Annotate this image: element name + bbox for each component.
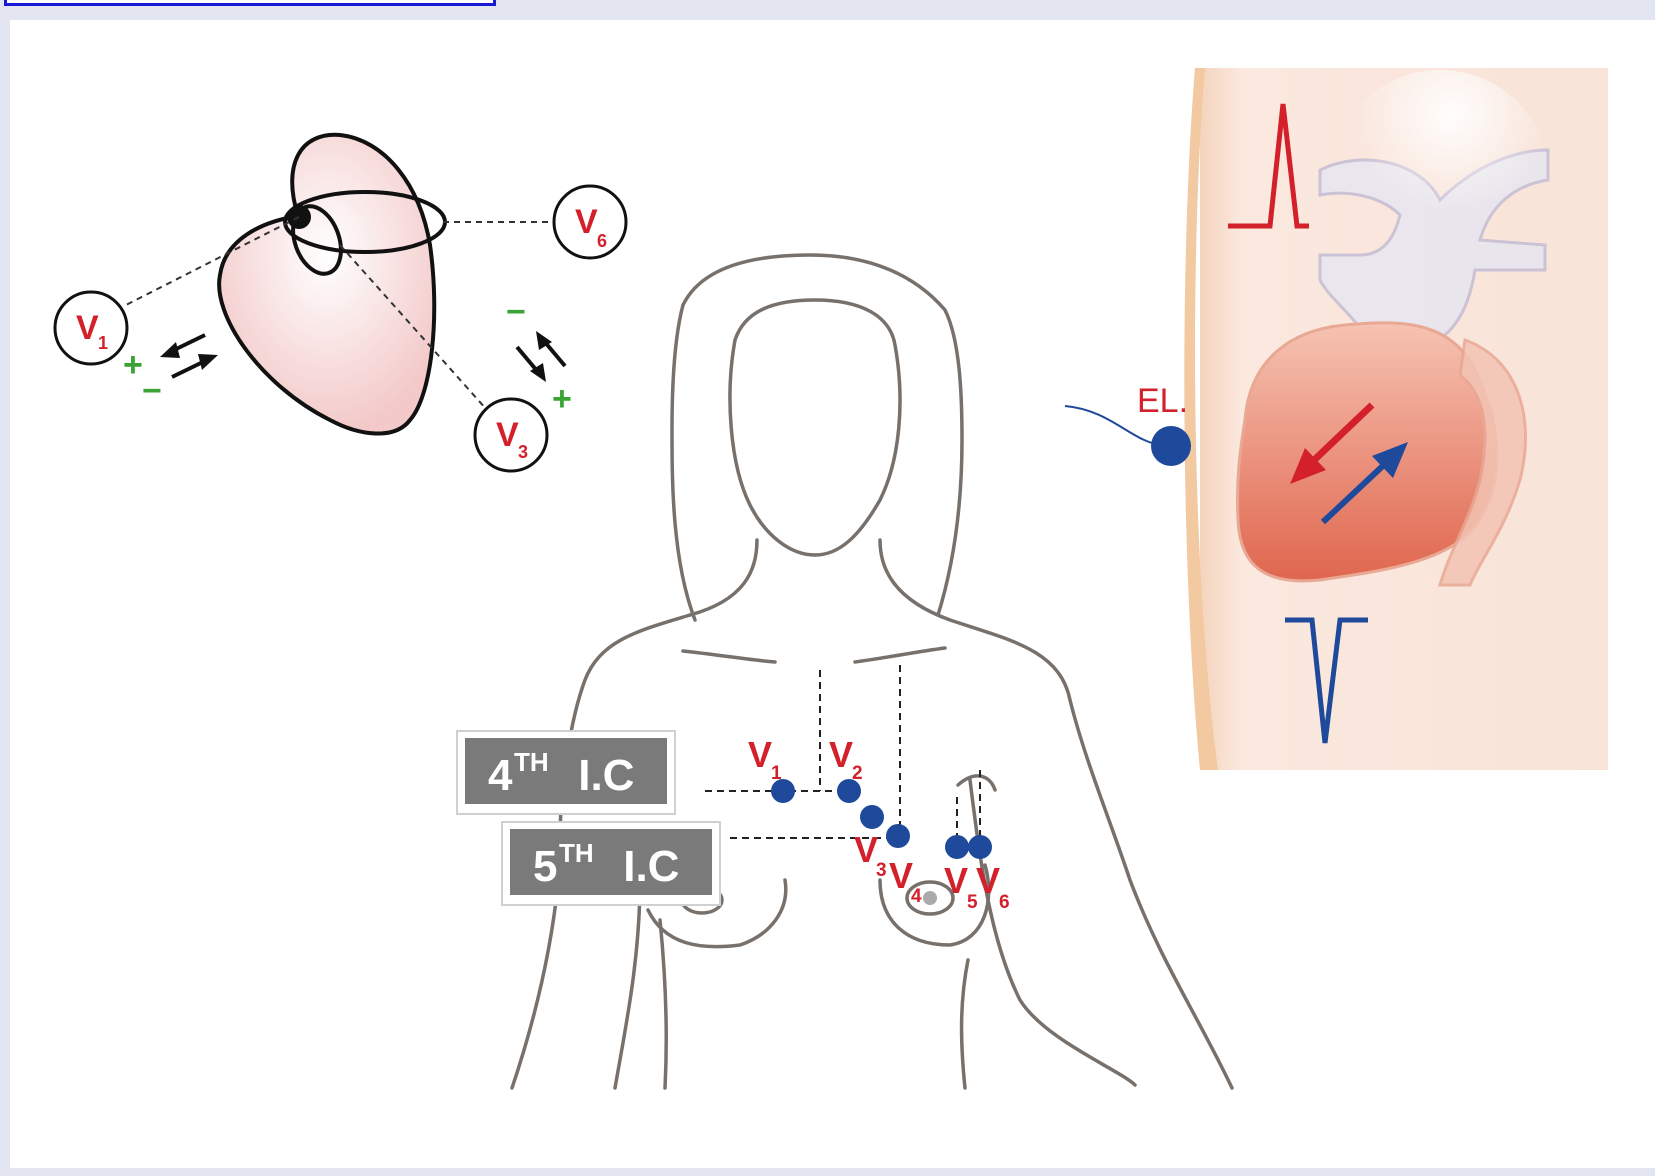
body-right [950, 620, 1232, 1088]
electrode-v3 [860, 805, 884, 829]
v1-minus-sign: − [142, 372, 162, 410]
electrode-v1-sub: 1 [771, 763, 782, 784]
exploring-electrode [1151, 426, 1191, 466]
electrode-v6-label: V [976, 860, 1000, 901]
electrode-v4-sub: 4 [911, 886, 922, 907]
v3-arrow-pair [517, 331, 565, 382]
lead-v3-label: V [496, 416, 519, 454]
electrode-v2-label: V [829, 734, 853, 775]
ic4-text: I.C [566, 751, 634, 800]
electrode-v5-label: V [944, 860, 968, 901]
v3-minus-sign: − [506, 293, 526, 331]
v1-plus-sign: + [123, 346, 143, 384]
waist-right [962, 960, 968, 1088]
electrode-label: EL. [1137, 382, 1188, 420]
lead-circle-v6: V 6 [554, 186, 626, 258]
nipple-right [923, 891, 937, 905]
electrode-v3-label: V [854, 829, 878, 870]
ic-label-5th: 5 TH I.C [502, 822, 720, 905]
lead-circle-v1: V 1 [55, 292, 127, 364]
electrode-v3-sub: 3 [876, 860, 887, 881]
breast-right-top [958, 776, 995, 790]
electrode-v6 [968, 835, 992, 859]
electrode-v5 [945, 835, 969, 859]
lead-circle-v3: V 3 [475, 399, 547, 471]
heart-outline-shape [219, 135, 434, 434]
electrode-v6-sub: 6 [999, 892, 1010, 913]
ic5-text: I.C [611, 842, 679, 891]
lead-v3-sub: 3 [518, 442, 528, 462]
electrode-v2-sub: 2 [852, 763, 863, 784]
v3-plus-sign: + [552, 380, 572, 418]
collarbone-left [683, 651, 775, 662]
ic-label-4th: 4 TH I.C [457, 731, 675, 814]
electrode-v4-label: V [889, 855, 913, 896]
electrode-v4 [886, 824, 910, 848]
ic5-suffix: TH [559, 838, 594, 868]
v1-arrow-pair [160, 335, 218, 377]
face-outline [730, 300, 900, 555]
ic4-suffix: TH [514, 747, 549, 777]
electrode-v1-label: V [748, 734, 772, 775]
ic4-number: 4 [488, 751, 513, 800]
torso-figure [512, 255, 1232, 1088]
heart-vector-diagram: V 1 V 6 V 3 + − [55, 135, 626, 471]
arm-left-inner [615, 880, 640, 1088]
lead-v6-label: V [575, 203, 598, 241]
neck-left [690, 540, 757, 615]
ic5-number: 5 [533, 842, 557, 891]
heart-highlight [1330, 70, 1550, 290]
lead-v1-sub: 1 [98, 333, 108, 353]
lead-v1-label: V [76, 309, 99, 347]
hair-outline [672, 255, 962, 620]
collarbone-right [855, 648, 945, 662]
heart-panel: EL. [1065, 68, 1608, 770]
waist-left [660, 920, 666, 1088]
lead-v6-sub: 6 [597, 231, 607, 251]
